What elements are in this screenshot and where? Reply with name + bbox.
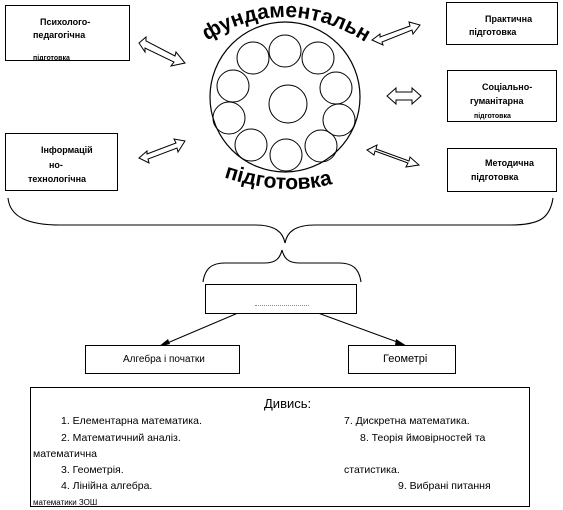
box-social-line1: Соціально- [482, 82, 533, 92]
center-box-faint-marks [255, 305, 309, 307]
box-psych-line1: Психолого- [40, 17, 91, 27]
box-psych-line2: педагогічна [33, 30, 86, 40]
double-arrows [138, 21, 422, 168]
arrow-social [386, 86, 422, 106]
line-right [317, 312, 401, 344]
bottom-list-title: Дивись: [264, 396, 312, 411]
box-psychological-pedagogical: Психолого- педагогічна підготовка [5, 5, 130, 61]
list-item-2: 2. Математичний аналіз. [61, 432, 181, 444]
list-item-9: 9. Вибрані питання [398, 480, 491, 492]
line-left [164, 312, 239, 345]
bottom-list-box: Дивись: 1. Елементарна математика. 2. Ма… [30, 387, 530, 507]
box-info-line3: технологічна [28, 174, 87, 184]
list-item-7: 7. Дискретна математика. [344, 415, 470, 427]
branch-box-algebra: Алгебра і початки [85, 345, 240, 374]
list-item-8: 8. Теорія ймовірностей та [360, 432, 486, 444]
list-item-4: 4. Лінійна алгебра. [61, 480, 153, 492]
list-item-3: 3. Геометрія. [61, 464, 124, 476]
box-practical-line1: Практична [485, 14, 533, 24]
box-info-line1: Інформацій [41, 145, 93, 155]
box-info-line2: но- [49, 160, 63, 170]
box-practical: Практична підготовка [446, 2, 558, 45]
center-box [205, 284, 357, 314]
arrow-psych [138, 35, 186, 67]
box-social-humanitarian: Соціально- гуманітарна підготовка [447, 70, 557, 122]
box-social-line2: гуманітарна [470, 96, 524, 106]
small-brace [202, 249, 362, 283]
box-social-line3: підготовка [474, 113, 511, 120]
list-item-8-cont: статистика. [344, 464, 400, 476]
arrow-info [138, 138, 186, 164]
box-psych-line3: підготовка [33, 55, 70, 61]
arrow-practical [371, 21, 421, 46]
box-info-technology: Інформацій но- технологічна [5, 133, 118, 191]
branch-geometry-label: Геометрі [383, 353, 428, 365]
arrow-method [366, 144, 421, 168]
list-item-2-cont: математична [33, 448, 97, 460]
list-item-1: 1. Елементарна математика. [61, 415, 202, 427]
box-method-line1: Методична [485, 158, 534, 168]
top-brace [7, 197, 554, 244]
branch-algebra-label: Алгебра і початки [123, 354, 205, 365]
small-circles [212, 34, 356, 172]
branch-box-geometry: Геометрі [348, 345, 456, 374]
list-item-4-cont: математики ЗОШ [33, 498, 98, 507]
box-practical-line2: підготовка [469, 27, 517, 37]
box-methodical: Методична підготовка [447, 148, 557, 192]
box-method-line2: підготовка [471, 172, 519, 182]
outer-circle [209, 21, 361, 173]
